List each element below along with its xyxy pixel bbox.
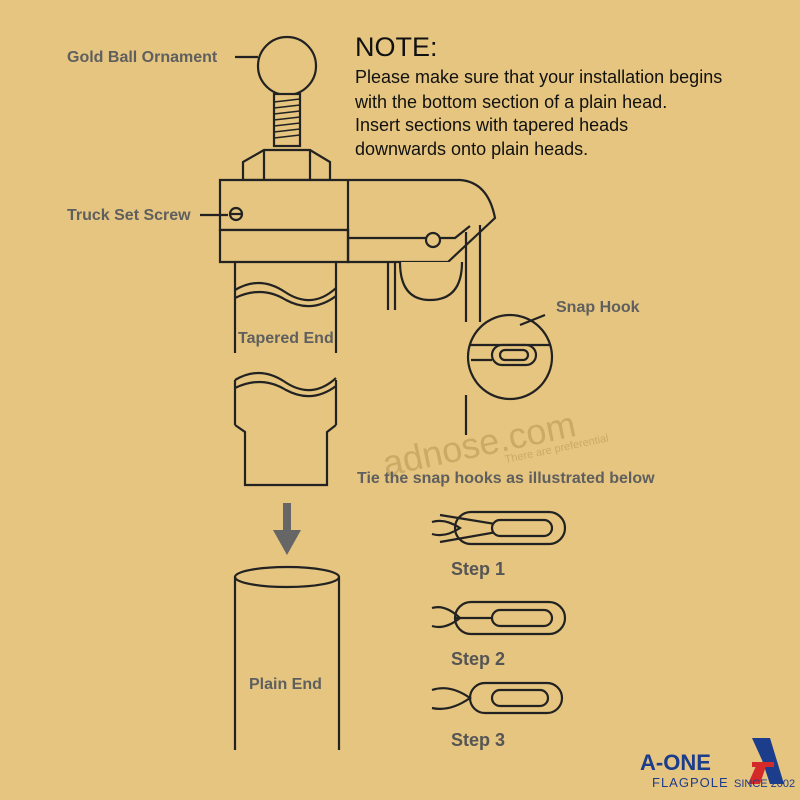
step-1-label: Step 1 xyxy=(451,559,505,579)
label-snap-hook: Snap Hook xyxy=(556,299,640,316)
truck-head xyxy=(218,178,497,322)
plain-section xyxy=(233,565,341,750)
step-1-knot-icon xyxy=(431,510,567,546)
label-gold-ball-ornament: Gold Ball Ornament xyxy=(67,49,218,66)
label-tapered-end: Tapered End xyxy=(238,330,334,347)
note-line-3: Insert sections with tapered heads xyxy=(355,115,628,135)
brand-name: A-ONE xyxy=(640,750,711,775)
gold-ball-ornament xyxy=(241,35,332,182)
snap-hook-detail xyxy=(464,313,554,435)
step-2-label: Step 2 xyxy=(451,649,505,669)
label-truck-set-screw: Truck Set Screw xyxy=(67,207,191,224)
note-line-1: Please make sure that your installation … xyxy=(355,67,722,87)
down-arrow-icon xyxy=(273,503,301,555)
brand-logo xyxy=(748,738,784,784)
tie-instruction: Tie the snap hooks as illustrated below xyxy=(357,470,655,487)
step-3-knot-icon xyxy=(431,681,564,715)
step-2-knot-icon xyxy=(431,600,567,636)
note-line-2: with the bottom section of a plain head. xyxy=(354,92,667,112)
step-3-label: Step 3 xyxy=(451,730,505,750)
tapered-section xyxy=(233,262,338,487)
brand-sub: FLAGPOLE xyxy=(652,775,729,790)
note-heading: NOTE: xyxy=(355,32,438,62)
label-plain-end: Plain End xyxy=(249,676,322,693)
note-line-4: downwards onto plain heads. xyxy=(355,139,588,159)
brand-since: SINCE 2002 xyxy=(734,778,795,790)
